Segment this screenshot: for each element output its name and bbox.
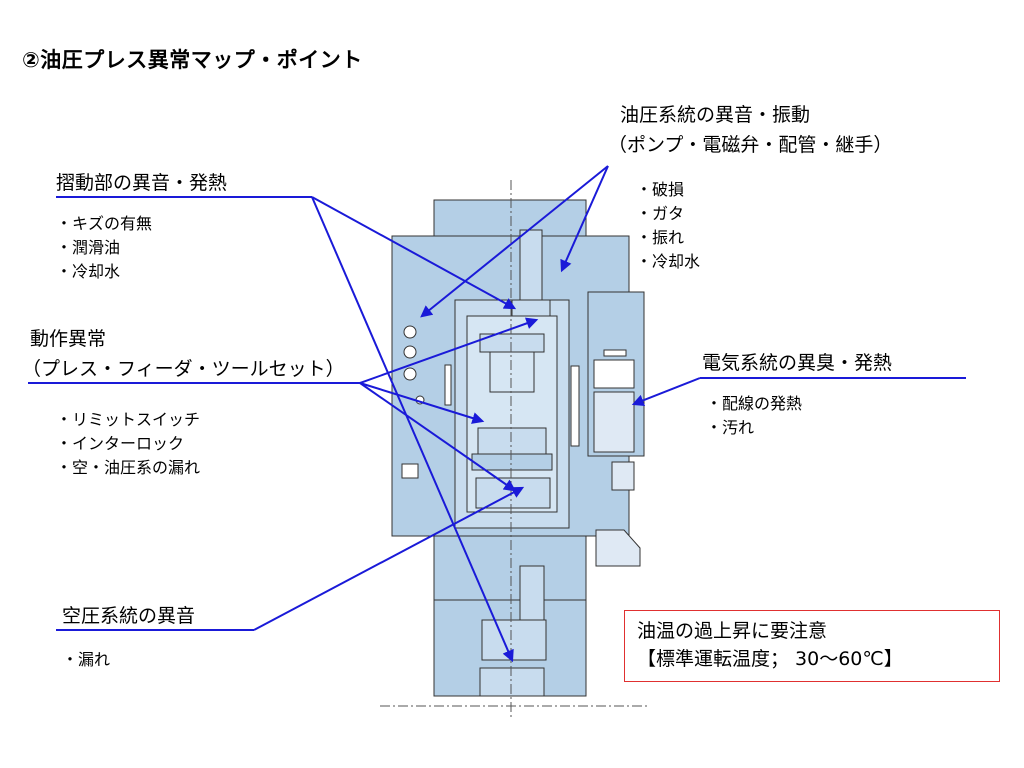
list-item: ・漏れ	[62, 650, 111, 669]
list-item: ・キズの有無	[56, 214, 153, 233]
list-item: ・破損	[636, 180, 685, 199]
list-item: ・振れ	[636, 228, 685, 247]
heading-underlines	[28, 196, 966, 631]
callout-sliding-list: ・キズの有無 ・潤滑油 ・冷却水	[56, 212, 152, 284]
list-item: ・冷却水	[56, 262, 121, 281]
list-item: ・リミットスイッチ	[56, 410, 201, 429]
oil-temperature-note: 油温の過上昇に要注意 【標準運転温度； 30～60℃】	[624, 610, 1000, 682]
note-line-1: 油温の過上昇に要注意	[637, 620, 828, 642]
list-item: ・ガタ	[636, 204, 685, 223]
callout-sliding-heading: 摺動部の異音・発熱	[56, 172, 228, 194]
list-item: ・汚れ	[706, 418, 755, 437]
callout-operation-list: ・リミットスイッチ ・インターロック ・空・油圧系の漏れ	[56, 408, 200, 480]
callout-hydraulic-heading-1: 油圧系統の異音・振動	[620, 104, 811, 126]
list-item: ・冷却水	[636, 252, 701, 271]
callout-operation-heading-1: 動作異常	[30, 328, 107, 350]
callout-hydraulic-heading-2: （ポンプ・電磁弁・配管・継手）	[608, 134, 893, 156]
callout-pneumatic-list: ・漏れ	[62, 648, 110, 672]
callout-electric-list: ・配線の発熱 ・汚れ	[706, 392, 802, 440]
page-title: ②油圧プレス異常マップ・ポイント	[22, 48, 363, 72]
list-item: ・インターロック	[56, 434, 185, 453]
callout-operation-heading-2: （プレス・フィーダ・ツールセット）	[22, 358, 345, 380]
callout-hydraulic-list: ・破損 ・ガタ ・振れ ・冷却水	[636, 178, 700, 274]
callout-electric-heading: 電気系統の異臭・発熱	[702, 352, 893, 374]
press-machine	[391, 199, 645, 697]
list-item: ・空・油圧系の漏れ	[56, 458, 201, 477]
note-line-2: 【標準運転温度； 30～60℃】	[637, 648, 903, 670]
list-item: ・配線の発熱	[706, 394, 803, 413]
callout-pneumatic-heading: 空圧系統の異音	[62, 605, 196, 627]
pointer-lines	[253, 165, 701, 663]
list-item: ・潤滑油	[56, 238, 121, 257]
